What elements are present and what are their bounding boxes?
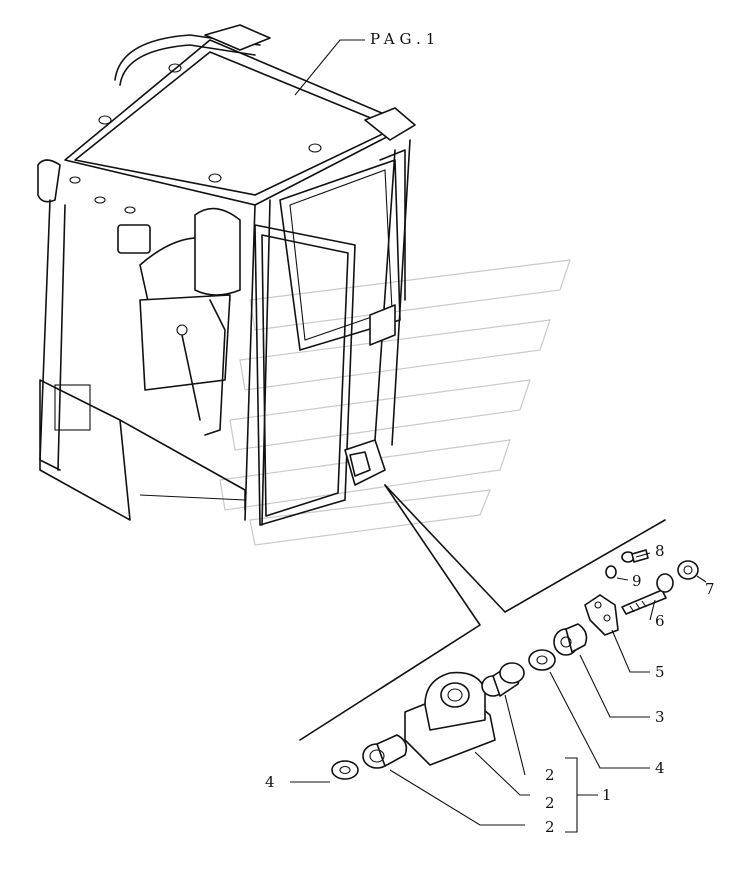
page-reference-label: PAG.1 xyxy=(370,30,440,48)
washer-part-7 xyxy=(677,560,699,580)
callout-4-left: 4 xyxy=(265,773,275,791)
page-reference: PAG.1 xyxy=(294,30,440,96)
callout-4-right: 4 xyxy=(655,759,665,777)
callout-2-lower: 2 xyxy=(545,818,555,836)
bushing-part-2-upper xyxy=(481,662,525,697)
spacer-part-3 xyxy=(553,623,588,656)
callout-9: 9 xyxy=(632,572,642,590)
callout-1: 1 xyxy=(602,786,612,804)
watermark-logo xyxy=(219,259,571,546)
callout-5: 5 xyxy=(655,663,665,681)
callout-8: 8 xyxy=(655,542,665,560)
callout-7: 7 xyxy=(705,580,715,598)
bushing-part-2-lower xyxy=(362,734,408,769)
callout-3: 3 xyxy=(655,708,665,726)
washer-part-4-upper xyxy=(528,649,556,671)
plate-part-5 xyxy=(584,594,619,636)
cab-drawing xyxy=(37,24,416,526)
housing-part-1 xyxy=(404,671,496,766)
exploded-parts xyxy=(331,549,699,780)
callout-leaders xyxy=(290,552,707,833)
bolt-part-6 xyxy=(621,573,674,615)
detail-leaders xyxy=(299,484,666,741)
callout-6: 6 xyxy=(655,612,665,630)
screw-part-8 xyxy=(621,549,649,563)
washer-part-9 xyxy=(605,565,617,579)
washer-part-4-lower xyxy=(331,760,359,780)
callout-2-middle: 2 xyxy=(545,794,555,812)
callout-labels: 8 9 7 6 5 3 4 2 1 2 2 4 xyxy=(265,542,715,836)
callout-2-upper: 2 xyxy=(545,766,555,784)
